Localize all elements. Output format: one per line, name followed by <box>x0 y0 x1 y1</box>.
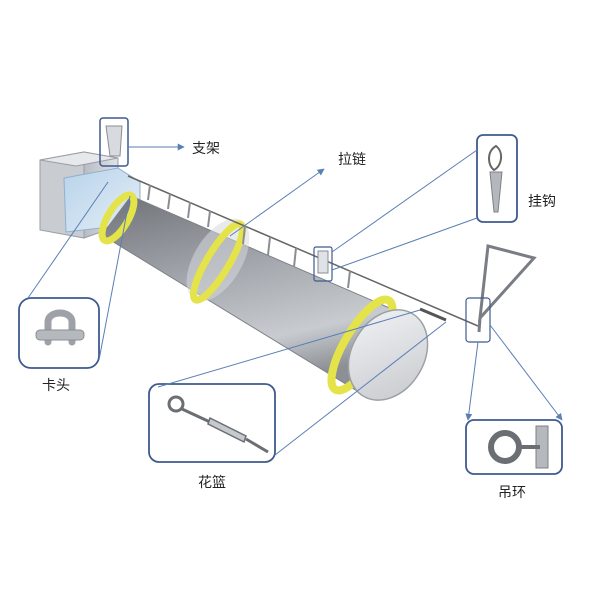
label-lifting-ring: 吊环 <box>498 485 526 501</box>
hook-callout <box>331 134 518 271</box>
label-bracket: 支架 <box>192 141 220 157</box>
suspension-cable <box>127 175 479 327</box>
zipper-callout <box>229 168 333 282</box>
lifting-ring-callout <box>465 297 563 475</box>
clamp-callout <box>18 181 131 369</box>
label-turnbuckle: 花篮 <box>198 475 226 491</box>
label-clamp: 卡头 <box>42 378 70 394</box>
label-zipper: 拉链 <box>338 152 366 168</box>
duct-body <box>98 191 429 401</box>
turnbuckle-callout <box>148 309 447 463</box>
end-bracket <box>477 244 537 333</box>
bracket-callout <box>99 117 185 167</box>
label-hook: 挂钩 <box>528 194 556 210</box>
